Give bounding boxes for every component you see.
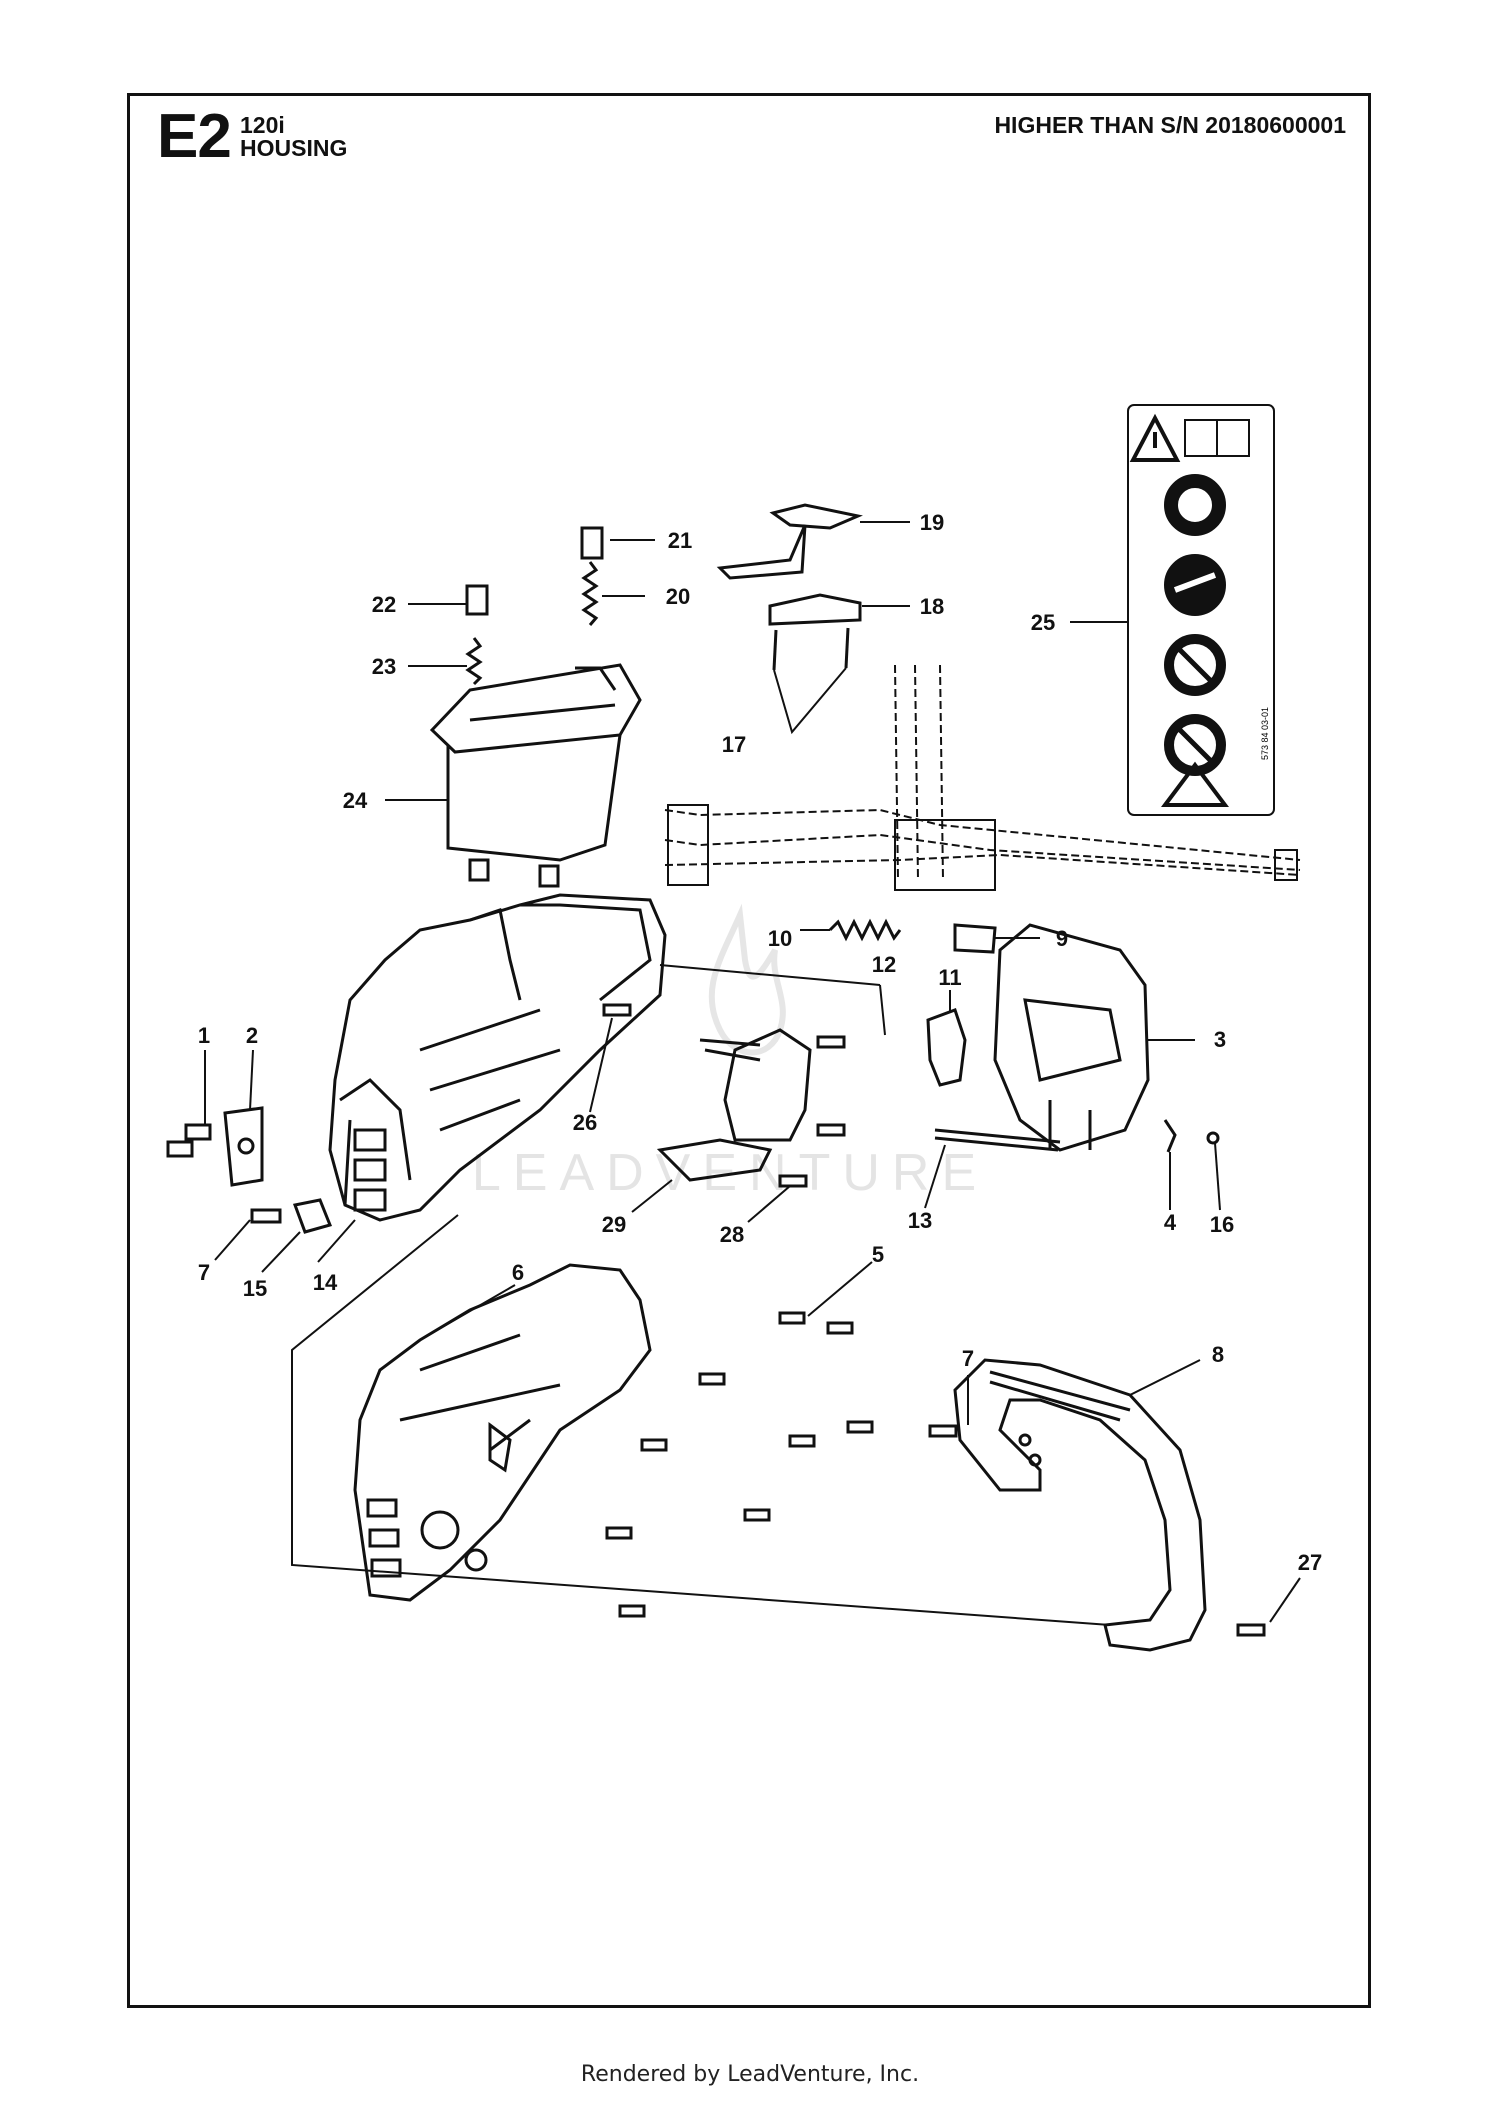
leader-29 — [631, 1179, 673, 1213]
leader-26 — [589, 1017, 613, 1113]
wiring-harness — [664, 664, 1301, 881]
leader-14 — [317, 1219, 356, 1263]
switch-parts — [828, 918, 997, 1087]
circuit-board — [667, 804, 1298, 891]
callout-14: 14 — [313, 1270, 338, 1295]
callout-15: 15 — [243, 1276, 267, 1301]
callout-27: 27 — [1298, 1550, 1322, 1575]
leader-12 — [879, 984, 886, 1036]
decal-part-number: 573 84 03-01 — [1260, 707, 1270, 760]
serial-note: HIGHER THAN S/N 20180600001 — [994, 112, 1346, 138]
callout-9: 9 — [1056, 926, 1068, 951]
screw-27 — [1236, 1623, 1266, 1637]
leader-12-rod — [659, 964, 881, 986]
callout-11: 11 — [938, 965, 961, 990]
callout-16: 16 — [1210, 1212, 1234, 1237]
trigger-shaft — [934, 1119, 1220, 1153]
watermark-flame-icon — [708, 903, 786, 1056]
callout-1: 1 — [198, 1023, 210, 1048]
callout-22: 22 — [372, 592, 396, 617]
small-fastener-parts — [166, 1106, 333, 1234]
leader-15 — [261, 1231, 301, 1273]
rear-handle — [993, 923, 1150, 1152]
screw-7b — [928, 1424, 958, 1438]
leader-28 — [747, 1185, 791, 1223]
screws-cover — [605, 1311, 874, 1618]
warning-decal — [1127, 404, 1275, 816]
footer-credit: Rendered by LeadVenture, Inc. — [580, 2062, 920, 2087]
callout-10: 10 — [768, 926, 792, 951]
callout-13: 13 — [908, 1208, 932, 1233]
section-code: E2 — [157, 102, 232, 171]
callout-3: 3 — [1214, 1027, 1226, 1052]
watermark-text: LEADVENTURE — [472, 1144, 988, 1202]
callout-6: 6 — [512, 1260, 524, 1285]
callout-28: 28 — [720, 1222, 744, 1247]
circuit-cover-parts — [716, 503, 863, 671]
leader-5 — [807, 1261, 873, 1317]
spring-and-cap-parts — [465, 526, 604, 686]
callout-7: 7 — [198, 1260, 210, 1285]
main-housing — [328, 893, 667, 1222]
callout-17: 17 — [722, 732, 746, 757]
leader-8 — [1129, 1359, 1201, 1396]
callout-21: 21 — [668, 528, 692, 553]
callout-4: 4 — [1164, 1210, 1177, 1235]
leader-6 — [419, 1284, 516, 1341]
callout-12: 12 — [872, 952, 896, 977]
callout-2: 2 — [246, 1023, 258, 1048]
callout-8: 8 — [1212, 1342, 1224, 1367]
leader-2 — [249, 1049, 254, 1111]
callout-19: 19 — [920, 510, 944, 535]
callout-7-front: 7 — [962, 1346, 974, 1371]
oil-tank — [429, 663, 642, 888]
callout-25: 25 — [1031, 610, 1055, 635]
front-handle — [953, 1358, 1207, 1652]
diagram-frame — [127, 93, 1371, 2008]
callout-24: 24 — [343, 788, 368, 813]
model-name: 120i — [240, 112, 285, 138]
callout-5: 5 — [872, 1242, 884, 1267]
callout-29: 29 — [602, 1212, 626, 1237]
leader-16 — [1214, 1142, 1221, 1211]
leader-17 — [773, 667, 847, 735]
leader-7a — [214, 1219, 251, 1261]
callout-18: 18 — [920, 594, 944, 619]
callout-23: 23 — [372, 654, 396, 679]
assembly-line — [291, 1214, 1111, 1626]
screws-center — [602, 1003, 846, 1188]
housing-cover — [353, 1263, 652, 1602]
callout-26: 26 — [573, 1110, 597, 1135]
callout-20: 20 — [666, 584, 690, 609]
trigger-lever — [656, 1028, 812, 1182]
leader-13 — [924, 1144, 946, 1209]
leader-27 — [1269, 1577, 1301, 1623]
section-title: HOUSING — [240, 135, 348, 161]
